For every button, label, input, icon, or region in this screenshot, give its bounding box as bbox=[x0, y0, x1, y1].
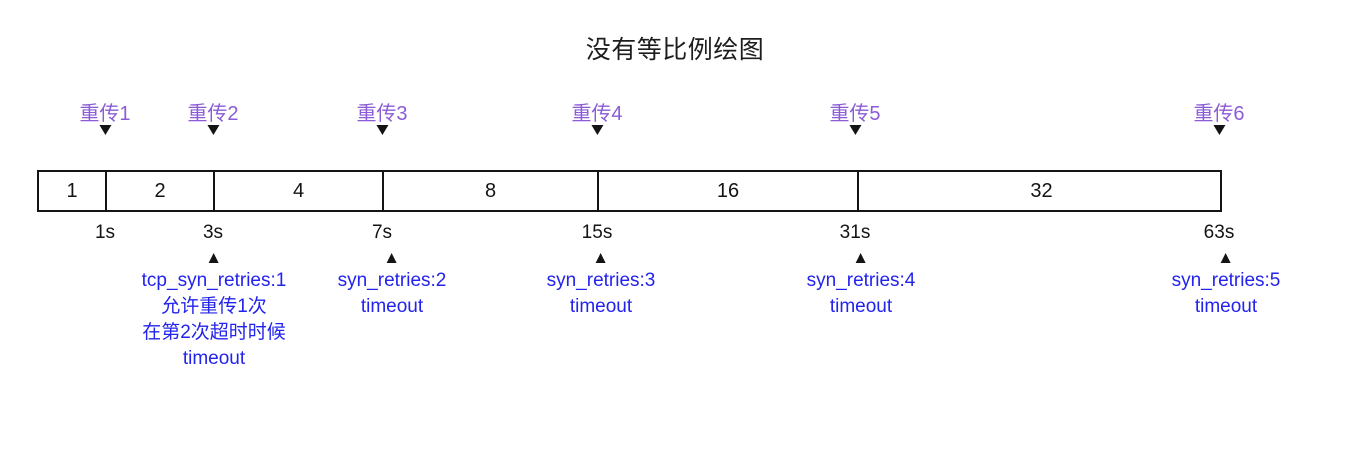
annotation-line: syn_retries:2 bbox=[337, 270, 447, 291]
retransmission-marker-6: 重传6 bbox=[1193, 102, 1244, 126]
retransmission-label: 重传3 bbox=[356, 103, 408, 125]
annotation-syn-retries-4: syn_retries:4 timeout bbox=[807, 262, 916, 320]
tick-label-15s: 15s bbox=[581, 222, 613, 243]
timeline-cell-1: 1 bbox=[39, 172, 105, 210]
cell-label: 16 bbox=[716, 179, 740, 202]
annotation-text: syn_retries:2 timeout bbox=[338, 268, 447, 320]
annotation-line: 允许重传1次 bbox=[161, 296, 267, 317]
annotation-line: syn_retries:5 bbox=[1171, 270, 1281, 291]
timeline-cell-8: 8 bbox=[382, 172, 597, 210]
retransmission-label: 重传4 bbox=[571, 103, 623, 125]
retransmission-label: 重传1 bbox=[79, 103, 131, 125]
timeline-cell-16: 16 bbox=[597, 172, 857, 210]
tick-label-1s: 1s bbox=[94, 222, 116, 243]
retransmission-marker-4: 重传4 bbox=[571, 102, 622, 126]
timeline-cell-2: 2 bbox=[105, 172, 213, 210]
annotation-text: syn_retries:4 timeout bbox=[807, 268, 916, 320]
annotation-line: syn_retries:4 bbox=[806, 270, 916, 291]
retransmission-marker-3: 重传3 bbox=[356, 102, 407, 126]
page-title: 没有等比例绘图 bbox=[585, 36, 765, 64]
annotation-line: timeout bbox=[569, 296, 633, 317]
annotation-syn-retries-2: syn_retries:2 timeout bbox=[338, 262, 447, 320]
annotation-syn-retries-3: syn_retries:3 timeout bbox=[547, 262, 656, 320]
annotation-line: timeout bbox=[829, 296, 893, 317]
tick-label-3s: 3s bbox=[202, 222, 224, 243]
annotation-line: timeout bbox=[1194, 296, 1258, 317]
retransmission-marker-5: 重传5 bbox=[829, 102, 880, 126]
annotation-tcp-syn-retries-1: tcp_syn_retries:1 允许重传1次 在第2次超时时候 timeou… bbox=[142, 262, 287, 372]
retransmission-label: 重传2 bbox=[187, 103, 239, 125]
cell-label: 8 bbox=[484, 179, 497, 202]
annotation-text: syn_retries:5 timeout bbox=[1172, 268, 1281, 320]
cell-label: 32 bbox=[1030, 179, 1053, 202]
annotation-line: timeout bbox=[182, 348, 246, 369]
tick-label-31s: 31s bbox=[839, 222, 871, 243]
annotation-line: timeout bbox=[360, 296, 424, 317]
cell-label: 4 bbox=[292, 179, 305, 202]
tick-label-63s: 63s bbox=[1203, 222, 1235, 243]
timeline-bar: 1 2 4 8 16 32 bbox=[37, 170, 1222, 212]
timeline-cell-4: 4 bbox=[213, 172, 382, 210]
retransmission-marker-1: 重传1 bbox=[79, 102, 130, 126]
annotation-line: 在第2次超时时候 bbox=[142, 322, 286, 343]
retransmission-label: 重传6 bbox=[1193, 103, 1245, 125]
retransmission-marker-2: 重传2 bbox=[187, 102, 238, 126]
cell-label: 2 bbox=[154, 179, 166, 202]
timeline-cell-32: 32 bbox=[857, 172, 1224, 210]
annotation-line: syn_retries:3 bbox=[546, 270, 656, 291]
retransmission-label: 重传5 bbox=[829, 103, 881, 125]
annotation-syn-retries-5: syn_retries:5 timeout bbox=[1172, 262, 1281, 320]
cell-label: 1 bbox=[66, 179, 78, 202]
tick-label-7s: 7s bbox=[371, 222, 393, 243]
annotation-text: syn_retries:3 timeout bbox=[547, 268, 656, 320]
annotation-text: tcp_syn_retries:1 允许重传1次 在第2次超时时候 timeou… bbox=[142, 268, 287, 372]
annotation-line: tcp_syn_retries:1 bbox=[141, 270, 287, 291]
